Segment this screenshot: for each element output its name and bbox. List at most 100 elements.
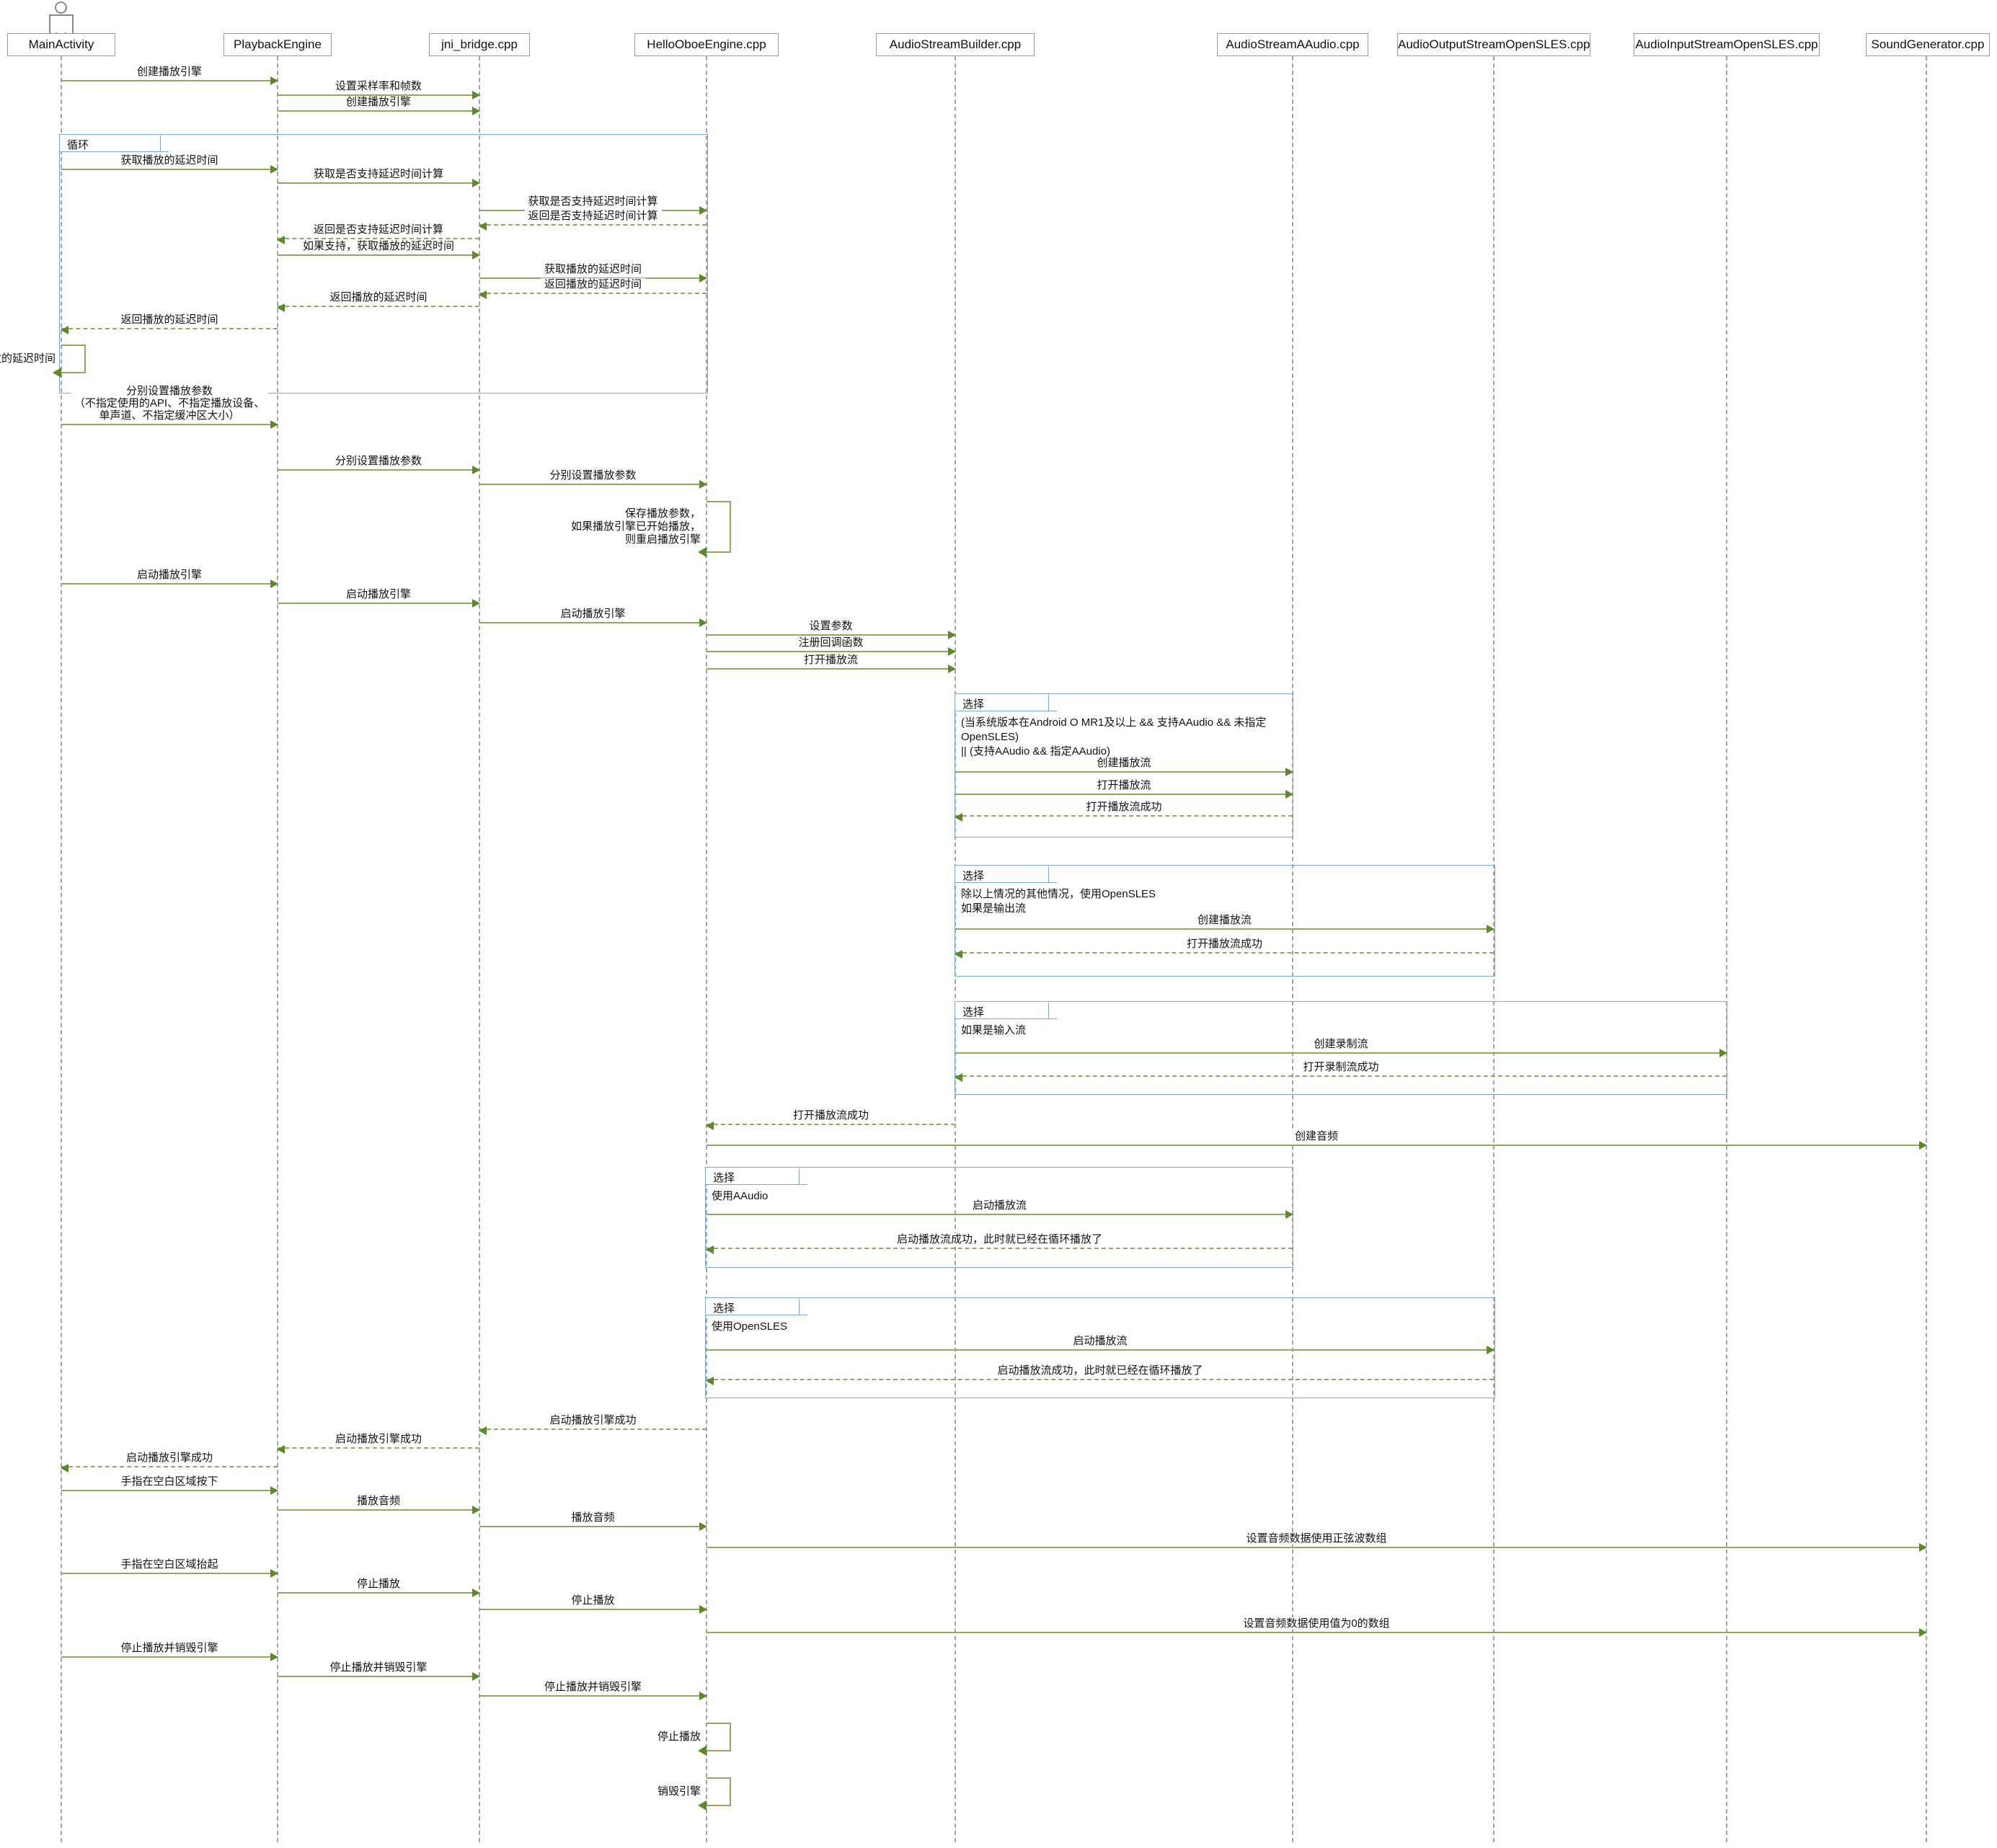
arrowhead-icon (699, 480, 707, 489)
arrowhead-icon (1719, 1049, 1727, 1057)
arrowhead-icon (699, 1692, 707, 1700)
message-label-m44: 设置音频数据使用正弦波数组 (1242, 1532, 1391, 1545)
message-label-m30: 创建录制流 (1310, 1038, 1372, 1050)
arrowhead-icon (277, 303, 285, 312)
message-line-m41 (61, 1486, 278, 1495)
message-line-m49 (61, 1653, 278, 1661)
message-line-m36 (707, 1346, 1495, 1354)
self-message-s4 (698, 1777, 731, 1811)
message-line-m08 (277, 236, 479, 244)
message-line-m28 (955, 925, 1495, 933)
arrowhead-icon (479, 222, 487, 231)
fragment-condition: 使用AAudio (712, 1190, 769, 1202)
participant-box-p7[interactable]: AudioInputStreamOpenSLES.cpp (1634, 33, 1820, 56)
fragment-condition: 除以上情况的其他情况，使用OpenSLES 如果是输出流 (961, 888, 1156, 915)
arrowhead-icon (472, 466, 480, 474)
self-message-s2 (698, 501, 731, 557)
message-line-m46 (278, 1589, 480, 1597)
fragment-tab (706, 1298, 807, 1315)
message-label-m04: 获取播放的延迟时间 (117, 154, 222, 166)
message-label-m11: 返回播放的延迟时间 (540, 278, 646, 290)
fragment-alt-opensles-input: 选择如果是输入流 (955, 1001, 1727, 1095)
arrowhead-icon (479, 290, 487, 299)
message-label-m13: 返回播放的延迟时间 (117, 314, 222, 326)
message-label-m12: 返回播放的延迟时间 (326, 291, 431, 303)
arrowhead-icon (53, 368, 61, 378)
arrowhead-icon (1285, 768, 1293, 776)
participant-box-p2[interactable]: jni_bridge.cpp (429, 33, 530, 56)
arrowhead-icon (948, 647, 956, 656)
message-line-m45 (61, 1569, 278, 1578)
message-label-m23: 注册回调函数 (794, 636, 867, 649)
message-label-m33: 创建音频 (1290, 1130, 1342, 1142)
message-label-m20: 启动播放引擎 (342, 588, 415, 600)
arrowhead-icon (270, 420, 278, 429)
message-line-m21 (479, 618, 707, 627)
arrowhead-icon (699, 1522, 707, 1531)
message-label-m09: 如果支持，获取播放的延迟时间 (298, 240, 459, 252)
message-line-m33 (707, 1141, 1927, 1150)
message-label-m25: 创建播放流 (1093, 757, 1155, 769)
arrowhead-icon (699, 274, 707, 283)
arrowhead-icon (270, 165, 278, 174)
arrowhead-icon (270, 1653, 278, 1661)
fragment-tab (60, 135, 169, 152)
message-line-m15 (61, 420, 278, 429)
message-line-m23 (707, 647, 956, 656)
participant-box-p8[interactable]: SoundGenerator.cpp (1866, 33, 1990, 56)
message-line-m31 (955, 1073, 1727, 1082)
fragment-tab (955, 1002, 1057, 1019)
message-label-m21: 启动播放引擎 (557, 608, 629, 620)
participant-box-p3[interactable]: HelloOboeEngine.cpp (634, 33, 779, 56)
message-line-m05 (278, 179, 480, 187)
fragment-title: 选择 (713, 1172, 735, 1184)
message-label-m38: 启动播放引擎成功 (546, 1414, 640, 1426)
participant-box-p4[interactable]: AudioStreamBuilder.cpp (876, 33, 1035, 56)
arrowhead-icon (472, 251, 480, 259)
message-line-m42 (278, 1506, 480, 1514)
arrowhead-icon (1285, 790, 1293, 799)
arrowhead-icon (472, 1506, 480, 1514)
fragment-title: 选择 (962, 1006, 985, 1018)
lifeline-p3 (706, 56, 707, 1842)
message-label-m15: 分别设置播放参数 （不指定使用的API、不指定播放设备、 单声道、不指定缓冲区大… (70, 385, 269, 422)
message-line-m11 (479, 290, 707, 299)
message-line-m26 (955, 790, 1293, 799)
message-line-m22 (707, 631, 956, 639)
message-line-m48 (707, 1628, 1927, 1637)
arrowhead-icon (698, 547, 707, 557)
message-line-m02 (278, 91, 480, 99)
arrowhead-icon (472, 1672, 480, 1681)
message-line-m03 (278, 107, 480, 115)
arrowhead-icon (61, 1464, 68, 1472)
lifeline-p4 (955, 56, 956, 1842)
message-label-m37: 启动播放流成功，此时就已经在循环播放了 (993, 1364, 1207, 1377)
message-label-m43: 播放音频 (567, 1511, 619, 1524)
arrowhead-icon (472, 91, 480, 99)
message-line-m20 (278, 599, 480, 608)
participant-box-p6[interactable]: AudioOutputStreamOpenSLES.cpp (1397, 33, 1590, 56)
message-label-m22: 设置参数 (805, 620, 856, 632)
arrowhead-icon (1919, 1141, 1927, 1150)
self-message-label-s4: 销毁引擎 (657, 1785, 701, 1798)
participant-box-p5[interactable]: AudioStreamAAudio.cpp (1217, 33, 1368, 56)
self-message-label-s1: 展示播放的延迟时间 (0, 352, 56, 365)
message-label-m06: 获取是否支持延迟时间计算 (524, 195, 662, 208)
message-label-m46: 停止播放 (353, 1578, 404, 1590)
arrowhead-icon (270, 1486, 278, 1495)
message-label-m19: 启动播放引擎 (133, 569, 206, 581)
message-line-m13 (61, 326, 278, 334)
message-line-m44 (707, 1543, 1927, 1552)
message-label-m41: 手指在空白区域按下 (117, 1475, 222, 1488)
message-line-m40 (61, 1464, 278, 1472)
message-line-m38 (479, 1426, 707, 1435)
message-line-m51 (479, 1692, 707, 1700)
participant-box-p1[interactable]: PlaybackEngine (223, 33, 332, 56)
arrowhead-icon (706, 1121, 714, 1130)
lifeline-p6 (1493, 56, 1495, 1842)
message-label-m07: 返回是否支持延迟时间计算 (524, 210, 662, 222)
message-line-m12 (277, 303, 479, 312)
participant-box-p0[interactable]: MainActivity (7, 33, 115, 56)
message-line-m35 (706, 1245, 1293, 1254)
lifeline-p2 (479, 56, 480, 1842)
